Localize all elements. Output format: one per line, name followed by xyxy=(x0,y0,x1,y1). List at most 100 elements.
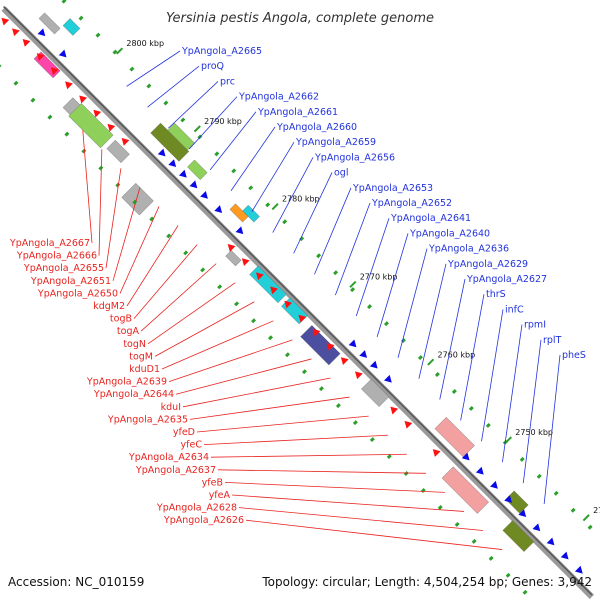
minor-tick xyxy=(352,420,358,426)
label-leader xyxy=(133,244,198,319)
label-leader xyxy=(119,206,160,294)
label-leader xyxy=(189,396,350,420)
gene-label: YpAngola_A2629 xyxy=(447,259,528,270)
kbp-tick-label: 2780 kbp xyxy=(282,195,320,204)
gene-label: proQ xyxy=(201,61,224,72)
gene-label: YpAngola_A2634 xyxy=(128,452,209,463)
reverse-gene-arrow xyxy=(93,109,102,118)
minor-tick xyxy=(454,521,460,527)
gene-label: YpAngola_A2639 xyxy=(86,377,167,388)
gene-label: kduI xyxy=(161,402,181,413)
cds-block xyxy=(225,250,242,267)
kbp-tick-mark xyxy=(193,125,201,133)
cds-block xyxy=(502,520,535,552)
minor-tick xyxy=(61,0,67,4)
minor-tick xyxy=(485,422,491,428)
minor-tick xyxy=(384,321,389,327)
minor-tick xyxy=(285,352,290,358)
minor-tick xyxy=(350,287,356,293)
gene-label: YpAngola_A2628 xyxy=(156,503,237,514)
kbp-tick-mark xyxy=(427,358,435,366)
forward-gene-arrow xyxy=(200,191,208,199)
minor-tick xyxy=(403,471,409,476)
minor-tick xyxy=(214,151,220,157)
label-leader xyxy=(439,278,466,400)
gene-label: YpAngola_A2653 xyxy=(352,183,433,194)
label-leader xyxy=(217,469,426,474)
kbp-tick-mark xyxy=(349,280,357,288)
minor-tick xyxy=(98,165,104,171)
cds-block xyxy=(150,122,190,162)
backbone-line xyxy=(1,6,595,600)
forward-gene-arrow xyxy=(461,452,470,461)
cds-block xyxy=(106,139,130,164)
minor-tick xyxy=(369,437,375,443)
label-leader xyxy=(82,130,93,244)
forward-gene-arrow xyxy=(369,360,378,369)
reverse-gene-arrow xyxy=(432,449,441,457)
forward-gene-arrow xyxy=(490,480,498,489)
minor-tick xyxy=(146,83,152,89)
minor-tick xyxy=(251,318,257,324)
kbp-tick-label: 2770 kbp xyxy=(360,273,398,282)
minor-tick xyxy=(234,301,240,307)
reverse-gene-arrow xyxy=(404,420,413,429)
minor-tick xyxy=(180,117,186,123)
minor-tick xyxy=(64,131,70,137)
reverse-gene-arrow xyxy=(227,244,236,252)
reverse-gene-arrow xyxy=(312,328,321,337)
minor-tick xyxy=(0,64,2,68)
minor-tick xyxy=(47,114,53,120)
cds-block xyxy=(300,325,341,366)
cds-block xyxy=(242,204,260,223)
label-leader xyxy=(188,96,238,150)
reverse-gene-arrow xyxy=(298,314,307,323)
minor-tick xyxy=(217,284,223,290)
label-leader xyxy=(397,248,428,358)
minor-tick xyxy=(488,555,494,561)
reverse-gene-arrow xyxy=(390,406,399,415)
gene-label: yfeC xyxy=(181,440,203,451)
forward-gene-arrow xyxy=(475,466,484,475)
kbp-tick-mark xyxy=(582,514,590,522)
label-leader xyxy=(376,233,409,337)
minor-tick xyxy=(522,589,528,595)
label-leader xyxy=(209,111,257,171)
reverse-gene-arrow xyxy=(340,357,349,365)
minor-tick xyxy=(163,100,169,106)
forward-gene-arrow xyxy=(157,148,166,157)
label-leader xyxy=(245,519,503,550)
label-leader xyxy=(238,507,484,531)
cds-block xyxy=(361,378,390,407)
minor-tick xyxy=(318,386,324,392)
minor-tick xyxy=(437,504,443,510)
label-leader xyxy=(210,453,407,458)
label-leader xyxy=(147,65,200,108)
reverse-gene-arrow xyxy=(355,371,363,380)
label-leader xyxy=(140,263,217,332)
accession-label: Accession: NC_010159 xyxy=(8,575,144,589)
gene-label: thrS xyxy=(486,289,506,300)
minor-tick xyxy=(417,355,423,361)
label-leader xyxy=(481,309,504,442)
kbp-tick-mark xyxy=(271,203,279,211)
label-leader xyxy=(224,482,445,493)
label-leader xyxy=(126,225,179,307)
topology-label: Topology: circular; Length: 4,504,254 bp… xyxy=(261,575,592,589)
minor-tick xyxy=(386,454,392,460)
gene-label: togM xyxy=(129,351,153,362)
gene-label: YpAngola_A2667 xyxy=(9,238,90,249)
gene-label: rplT xyxy=(543,335,562,346)
gene-label: rpmI xyxy=(524,320,546,331)
forward-gene-arrow xyxy=(178,169,187,178)
forward-gene-arrow xyxy=(214,205,223,213)
label-leader xyxy=(154,301,255,357)
forward-gene-arrow xyxy=(560,551,569,560)
gene-label: YpAngola_A2659 xyxy=(295,137,376,148)
label-leader xyxy=(293,172,333,254)
forward-gene-arrow xyxy=(384,374,392,383)
gene-label: YpAngola_A2644 xyxy=(93,389,174,400)
label-leader xyxy=(230,126,276,191)
forward-gene-arrow xyxy=(348,339,357,348)
